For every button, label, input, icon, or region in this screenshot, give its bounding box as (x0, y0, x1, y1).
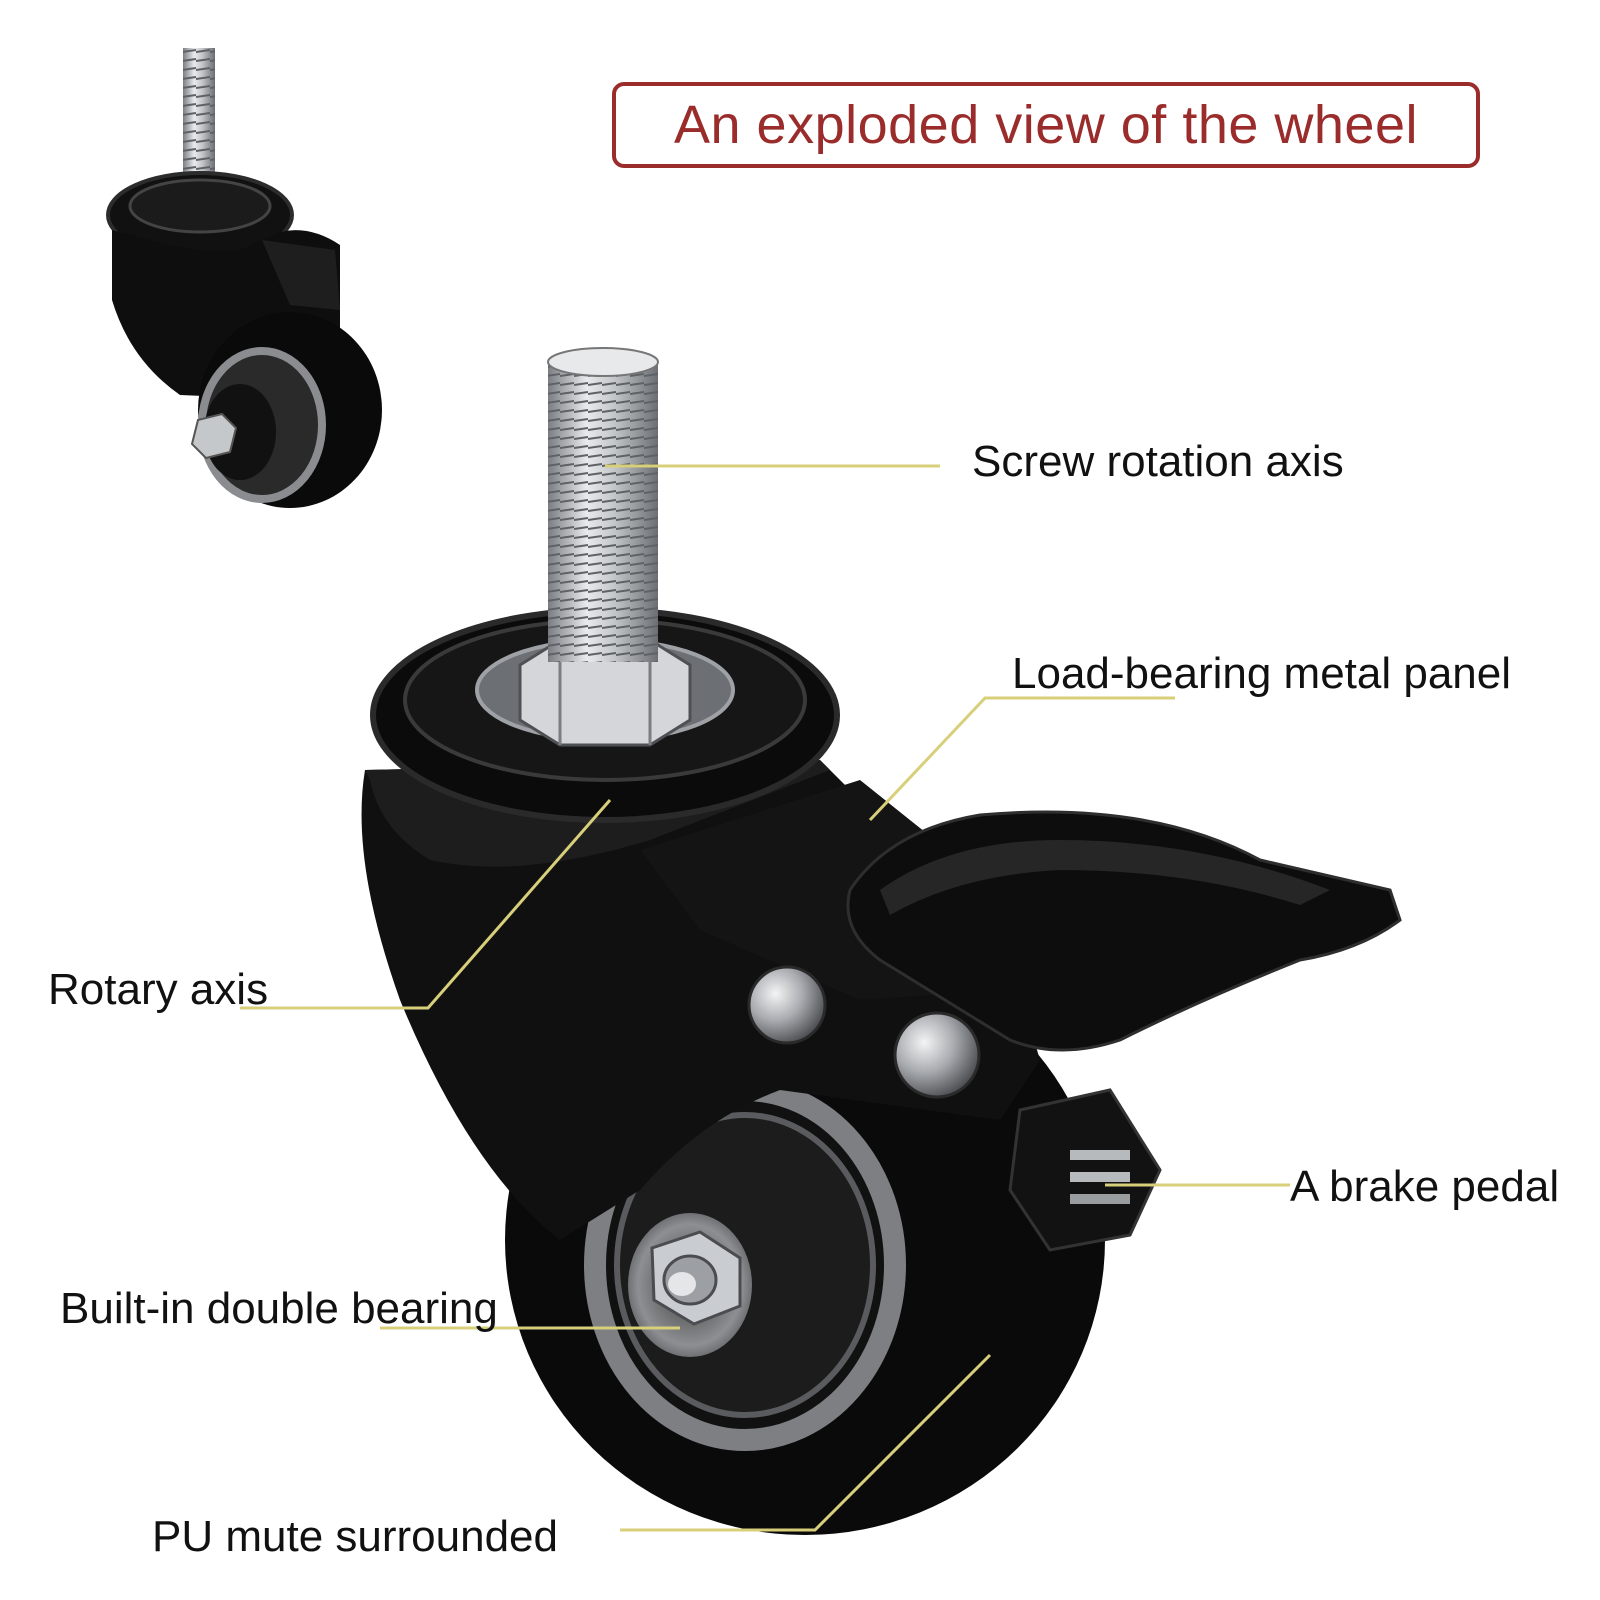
leader-rotary-axis (240, 799, 612, 1010)
label-built-in-double-bearing: Built-in double bearing (60, 1284, 498, 1333)
small-caster-image (106, 48, 382, 508)
leader-lines (240, 464, 1290, 1532)
label-screw-rotation-axis: Screw rotation axis (972, 437, 1344, 486)
diagram-title: An exploded view of the wheel (612, 82, 1480, 168)
main-caster-image (361, 347, 1402, 1535)
label-rotary-axis: Rotary axis (48, 965, 269, 1014)
label-brake-pedal: A brake pedal (1290, 1162, 1560, 1211)
leader-load-bearing-metal-panel (868, 696, 1175, 822)
label-load-bearing-metal-panel: Load-bearing metal panel (1012, 649, 1512, 698)
label-pu-mute-surrounded: PU mute surrounded (152, 1512, 558, 1561)
leader-pu-mute-surrounded (620, 1353, 992, 1532)
